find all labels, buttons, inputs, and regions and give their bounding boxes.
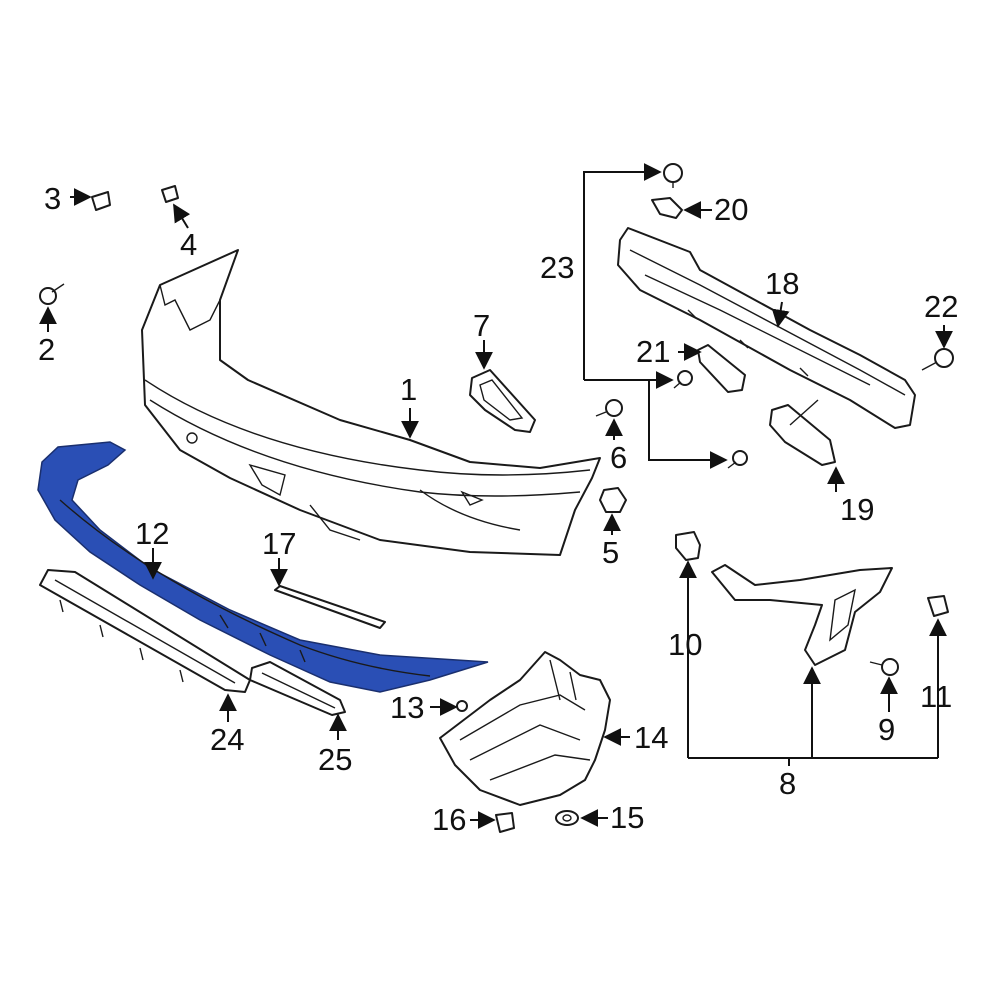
nut-15[interactable] (555, 810, 579, 826)
callout-15: 15 (610, 800, 644, 835)
callout-16: 16 (432, 802, 466, 837)
reflector-bezel[interactable] (249, 661, 346, 716)
bracket-20[interactable] (651, 197, 683, 219)
callout-labels: 3 4 2 1 7 6 5 12 17 24 25 13 14 16 15 20… (38, 181, 958, 837)
reflector-gasket[interactable] (469, 369, 536, 433)
callout-23: 23 (540, 250, 574, 285)
clip-3[interactable] (91, 191, 111, 211)
callout-10: 10 (668, 627, 702, 662)
reinforcement-beam[interactable] (617, 227, 916, 429)
callout-7: 7 (473, 308, 490, 343)
callout-12: 12 (135, 516, 169, 551)
callout-14: 14 (634, 720, 668, 755)
callout-4: 4 (180, 227, 197, 262)
callout-9: 9 (878, 712, 895, 747)
splash-shield[interactable] (439, 651, 611, 806)
callout-13: 13 (390, 690, 424, 725)
leader-lines (39, 163, 953, 829)
bolt-9[interactable] (869, 658, 899, 676)
push-clip-10[interactable] (675, 531, 701, 561)
callout-6: 6 (610, 440, 627, 475)
clip-11[interactable] (927, 595, 949, 617)
bracket-19[interactable] (769, 399, 836, 466)
bolt-22[interactable] (921, 348, 954, 371)
callout-1: 1 (400, 372, 417, 407)
bracket-21[interactable] (697, 344, 746, 393)
screw-2[interactable] (39, 283, 65, 305)
nut-13[interactable] (456, 700, 468, 712)
bolt-23-top[interactable] (663, 163, 683, 188)
bolt-6[interactable] (595, 399, 623, 417)
callout-24: 24 (210, 722, 244, 757)
push-clip-16[interactable] (495, 812, 515, 833)
callout-22: 22 (924, 289, 958, 324)
callout-5: 5 (602, 535, 619, 570)
callout-21: 21 (636, 334, 670, 369)
side-bracket[interactable] (711, 564, 893, 666)
callout-18: 18 (765, 266, 799, 301)
callout-8: 8 (779, 766, 796, 801)
nut-5[interactable] (599, 487, 627, 513)
callout-2: 2 (38, 332, 55, 367)
bolt-23-mid[interactable] (673, 370, 693, 389)
callout-19: 19 (840, 492, 874, 527)
bumper-cover[interactable] (141, 249, 601, 556)
bolt-23-low[interactable] (727, 450, 748, 469)
rear-diffuser-highlighted[interactable] (37, 441, 489, 693)
callout-25: 25 (318, 742, 352, 777)
callout-17: 17 (262, 526, 296, 561)
callout-3: 3 (44, 181, 61, 216)
clip-4[interactable] (161, 185, 179, 203)
lower-garnish-strip[interactable] (39, 569, 251, 693)
callout-20: 20 (714, 192, 748, 227)
callout-11: 11 (920, 679, 952, 714)
chrome-trim-strip[interactable] (274, 585, 386, 629)
